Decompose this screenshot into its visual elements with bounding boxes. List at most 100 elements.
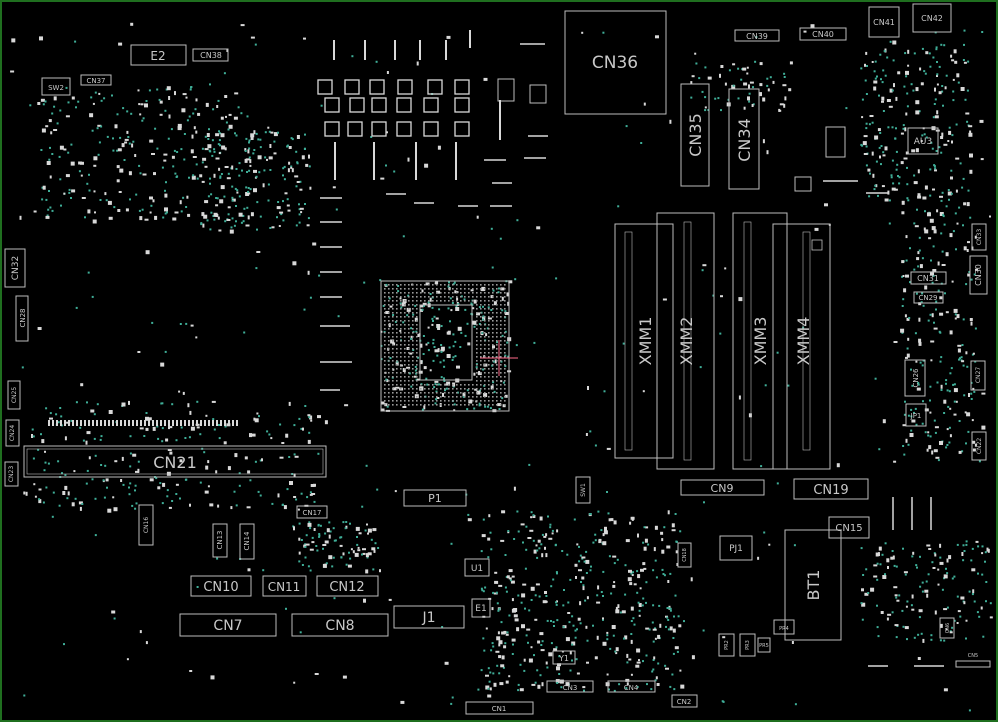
component-cn41[interactable]: CN41 [868,6,900,38]
socket-pin [416,348,418,350]
component-j1[interactable]: J1 [393,605,465,629]
pad [958,358,960,361]
component-cn8[interactable]: CN8 [291,613,389,637]
component-cn14[interactable]: CN14 [239,523,255,560]
pad [31,428,34,431]
component-cn21[interactable]: CN21 [23,445,327,478]
socket-pin [408,312,410,314]
socket-pin [500,304,502,306]
pad [224,95,228,98]
pad [201,147,204,150]
component-sw2[interactable]: SW2 [41,77,71,96]
pad [180,148,183,151]
component-cn6[interactable]: CN6 [939,617,955,639]
component-sw1[interactable]: SW1 [575,476,591,504]
socket-pin [492,352,494,354]
pad [250,133,255,138]
component-cn15[interactable]: CN15 [828,516,870,539]
component-cn26[interactable]: CN26 [904,359,926,397]
component-cn9[interactable]: CN9 [680,479,765,496]
socket-pin [452,388,454,390]
component-cn32[interactable]: CN32 [4,248,26,288]
pad [207,144,212,149]
socket-pin [416,292,418,294]
component-cpu-socket[interactable] [380,280,510,412]
label-cn39: CN39 [746,32,768,41]
pad [556,619,559,622]
component-cn42[interactable]: CN42 [912,3,952,33]
component-cn16[interactable]: CN16 [138,504,154,546]
socket-pin [396,388,398,390]
component-p1[interactable]: P1 [403,489,467,507]
component-cn39[interactable]: CN39 [734,29,780,42]
component-cn30[interactable]: CN30 [969,255,988,295]
component-cn33[interactable]: CN33 [971,223,987,251]
component-cn31[interactable]: CN31 [910,271,947,285]
component-cn36[interactable]: CN36 [564,10,667,115]
pad [490,385,494,390]
component-pr3[interactable]: PR3 [739,633,756,657]
component-y1[interactable]: Y1 [552,650,576,665]
component-cn22[interactable]: CN22 [971,431,987,461]
component-cn12[interactable]: CN12 [316,575,379,597]
component-pj1[interactable]: PJ1 [719,535,753,561]
label-cn1: CN1 [492,705,507,713]
component-cn11[interactable]: CN11 [262,575,307,597]
component-cn3[interactable]: CN3 [546,680,594,693]
component-e2[interactable]: E2 [130,44,187,66]
label-cn34: CN34 [735,118,754,162]
component-xmm1[interactable]: XMM1 [614,223,674,459]
component-pr2[interactable]: PR2 [718,633,735,657]
component-cn38[interactable]: CN38 [192,48,229,62]
pad [37,327,42,330]
component-jp1[interactable]: JP1 [905,403,927,427]
pad [420,360,423,365]
component-pr4[interactable]: PR4 [773,619,795,635]
component-cn18[interactable]: CN18 [677,542,692,568]
component-cn5[interactable]: CN5 [955,653,991,668]
component-cn40[interactable]: CN40 [799,27,847,41]
component-cn27[interactable]: CN27 [970,360,986,391]
component-au3[interactable]: AU3 [907,127,939,155]
component-cn29[interactable]: CN29 [913,291,944,304]
component-cn19[interactable]: CN19 [793,478,869,500]
pad [422,353,425,355]
component-cn34[interactable]: CN34 [728,88,760,190]
pad [464,334,467,337]
component-cn35[interactable]: CN35 [680,83,710,187]
component-cn7[interactable]: CN7 [179,613,277,637]
component-cn13[interactable]: CN13 [212,523,228,558]
label-xmm2: XMM2 [677,317,696,366]
component-cn2[interactable]: CN2 [671,694,698,708]
component-bt1[interactable]: BT1 [784,529,842,641]
component-cn10[interactable]: CN10 [190,575,252,597]
pad [38,488,42,491]
component-cn4[interactable]: CN4 [607,680,656,693]
component-pr5[interactable]: PR5 [757,637,771,653]
pad [864,63,866,67]
pad [410,327,413,330]
component-xmm2[interactable]: XMM2 [656,212,715,470]
component-cn24[interactable]: CN24 [5,419,20,447]
socket-pin [420,292,422,294]
component-e1[interactable]: E1 [471,598,491,618]
component-cn17[interactable]: CN17 [296,505,328,519]
component-cn23[interactable]: CN23 [4,461,19,487]
socket-pin [388,312,390,314]
component-cn28[interactable]: CN28 [15,295,29,342]
component-xmm4[interactable]: XMM4 [772,223,831,470]
pad [281,442,285,444]
pad [894,594,898,597]
pad [880,611,884,614]
component-u1[interactable]: U1 [464,558,490,577]
component-cn1[interactable]: CN1 [465,701,534,715]
socket-pin [396,288,398,290]
pad [934,426,939,429]
component-cn37[interactable]: CN37 [80,74,112,86]
pad [930,340,935,343]
socket-pin [484,356,486,358]
socket-pin [496,396,498,398]
component-xmm3[interactable]: XMM3 [732,212,788,470]
component-cn25[interactable]: CN25 [7,380,21,410]
